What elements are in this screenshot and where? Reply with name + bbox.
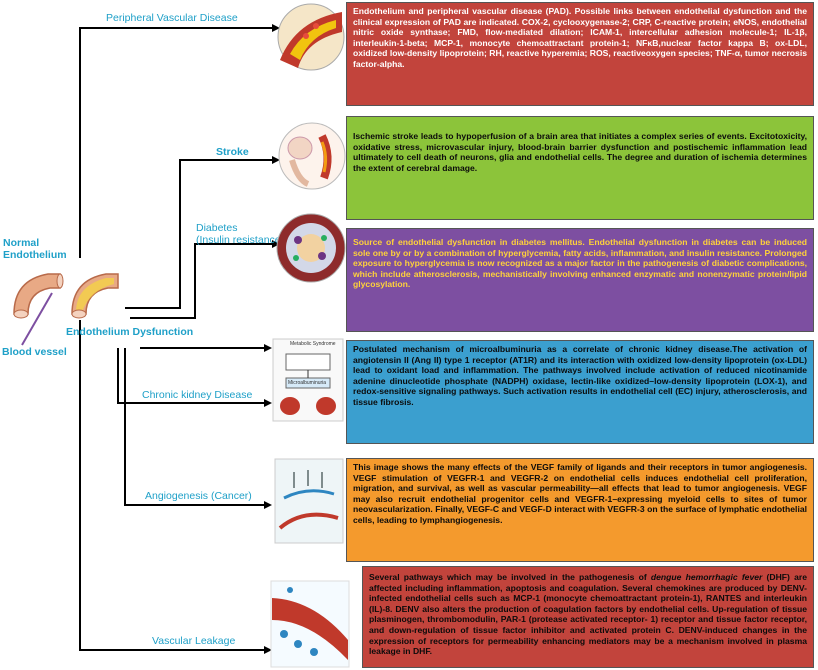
arrow-vascular-leakage [79, 320, 272, 654]
stroke-brain-icon [278, 122, 346, 190]
vessel-pointer [21, 292, 53, 346]
label-normal-endothelium: Normal Endothelium [3, 237, 67, 261]
pvd-description: Endothelium and peripheral vascular dise… [346, 2, 814, 106]
label-stroke: Stroke [216, 146, 249, 158]
ckd-thumb-sub: Microalbuminuria [288, 380, 327, 386]
arrow-stroke [125, 156, 280, 309]
vascular-leakage-description: Several pathways which may be involved i… [362, 566, 814, 668]
diabetes-cell-icon [276, 213, 346, 283]
arrow-diabetes [130, 240, 280, 319]
diabetes-description: Source of endothelial dysfunction in dia… [346, 228, 814, 332]
ckd-description: Postulated mechanism of microalbuminuria… [346, 340, 814, 444]
arrow-pvd [79, 24, 280, 258]
pvd-artery-icon [277, 3, 345, 71]
label-ckd: Chronic kidney Disease [142, 389, 253, 401]
label-diabetes: Diabetes (Insulin resistance) [196, 222, 285, 246]
vascular-leakage-icon [270, 580, 350, 668]
normal-vessel-icon [13, 273, 64, 319]
label-endothelium-dysfunction: Endothelium Dysfunction [66, 326, 194, 338]
label-blood-vessel: Blood vessel [2, 346, 67, 358]
label-angiogenesis: Angiogenesis (Cancer) [145, 490, 252, 502]
arrow-ckd [117, 348, 272, 407]
angiogenesis-description: This image shows the many effects of the… [346, 458, 814, 562]
angiogenesis-vessel-icon [274, 458, 344, 544]
ckd-thumb-title: Metabolic Syndrome [290, 341, 336, 347]
dysfunction-vessel-icon [71, 273, 119, 319]
label-pvd: Peripheral Vascular Disease [106, 12, 238, 24]
arrow-angiogenesis [124, 348, 272, 509]
stroke-description: Ischemic stroke leads to hypoperfusion o… [346, 116, 814, 220]
label-vascular-leakage: Vascular Leakage [152, 635, 236, 647]
ckd-diagram-icon [272, 338, 344, 422]
